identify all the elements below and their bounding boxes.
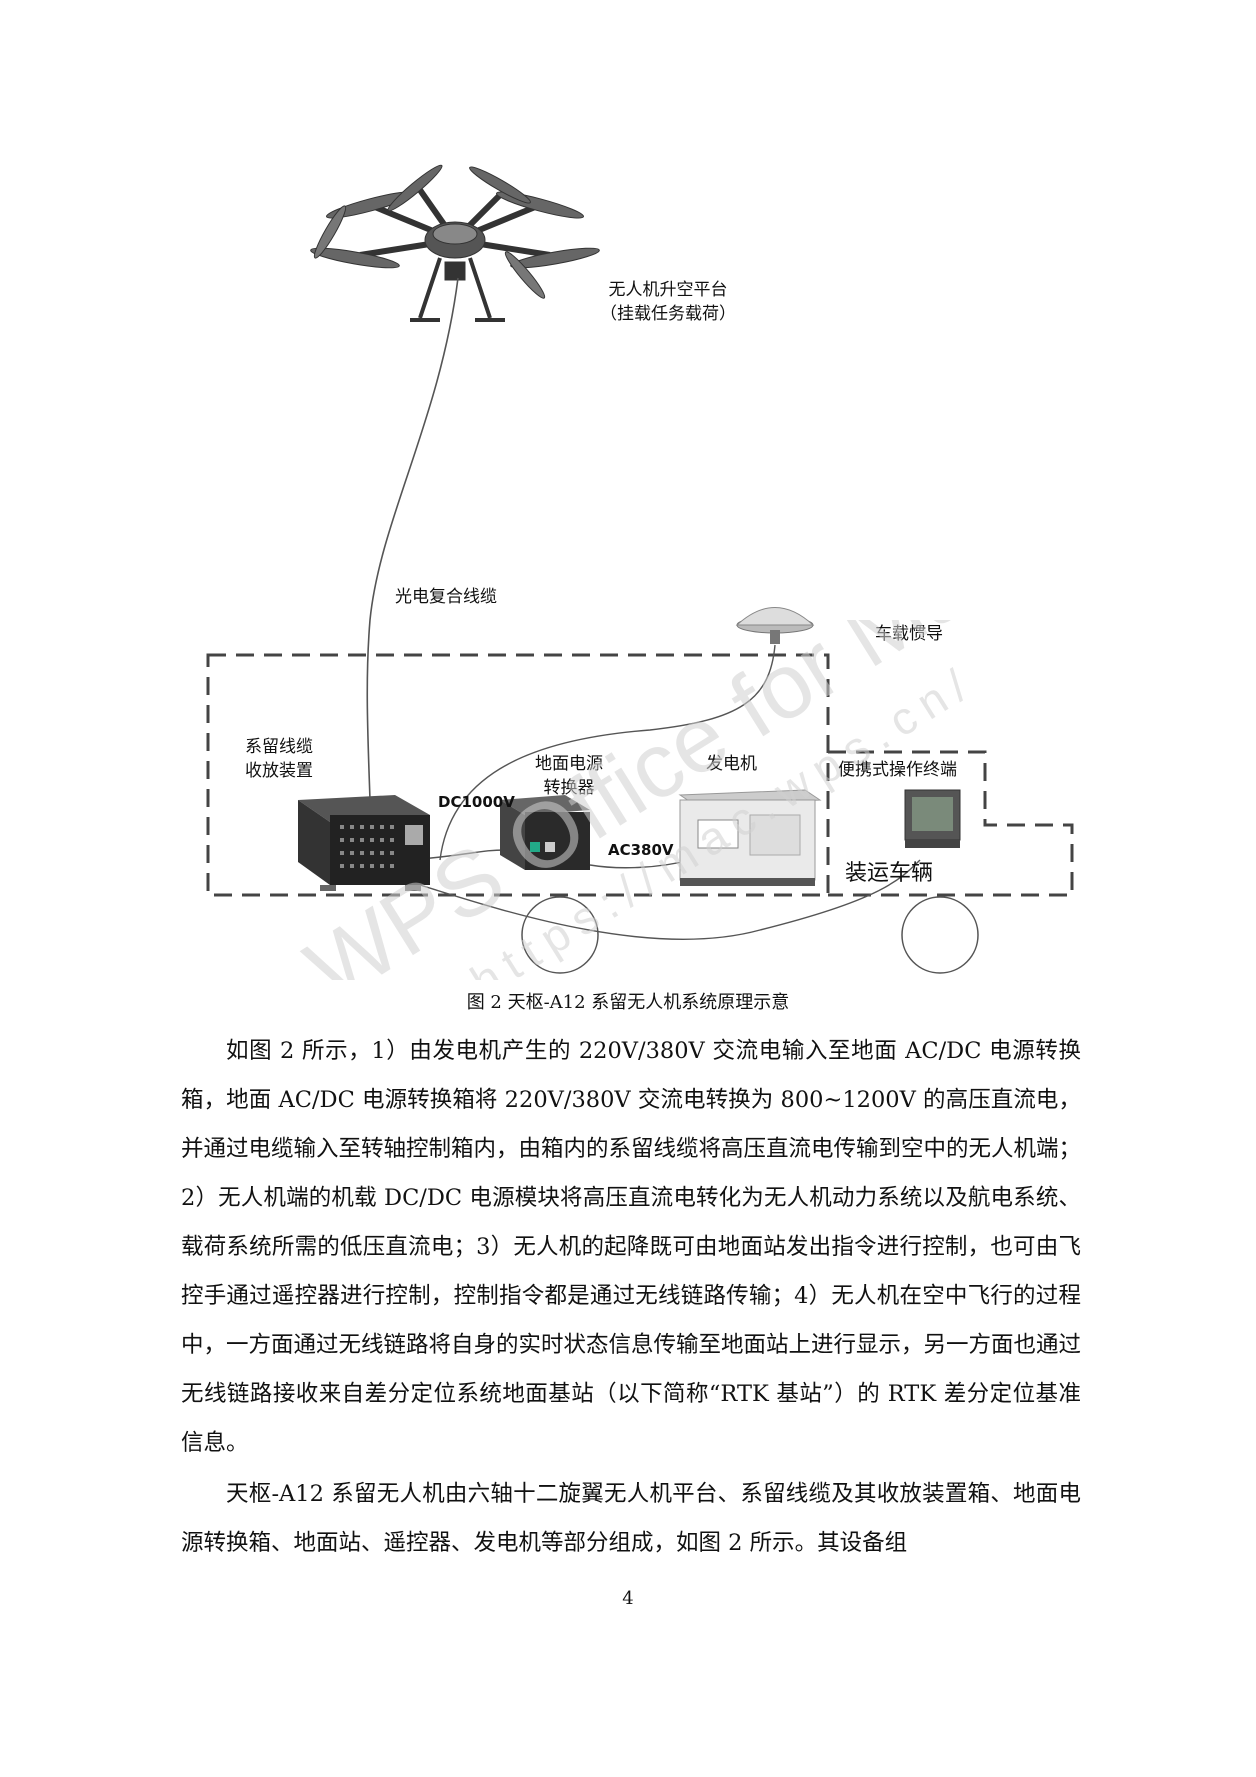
paragraph-1: 如图 2 所示，1）由发电机产生的 220V/380V 交流电输入至地面 AC/… xyxy=(181,1027,1081,1468)
ac-voltage-label: AC380V xyxy=(608,841,674,859)
uav-platform-label: 无人机升空平台 （挂载任务载荷） xyxy=(600,280,736,324)
vehicle-cab-outline xyxy=(828,750,1074,897)
paragraph-1-text: 如图 2 所示，1）由发电机产生的 220V/380V 交流电输入至地面 AC/… xyxy=(181,1038,1082,1456)
gnss-antenna xyxy=(735,607,815,644)
tether-cable xyxy=(366,277,459,801)
generator-label: 发电机 xyxy=(706,754,757,774)
winch-box xyxy=(298,795,430,891)
system-diagram: 无人机升空平台 （挂载任务载荷） 光电复合线缆 车载惯导 系留线缆 收放装置 D… xyxy=(206,164,1074,974)
drone-illustration xyxy=(310,164,600,322)
front-wheel xyxy=(901,896,979,974)
generator xyxy=(678,789,822,886)
vehicle-ins-label: 车载惯导 xyxy=(875,624,943,644)
portable-terminal xyxy=(904,789,961,848)
rear-wheel xyxy=(521,896,599,974)
tether-winch-label: 系留线缆 收放装置 xyxy=(245,737,313,781)
power-converter xyxy=(500,795,590,870)
vehicle-label: 装运车辆 xyxy=(845,861,934,886)
figure-caption: 图 2 天枢-A12 系留无人机系统原理示意 xyxy=(466,992,790,1013)
terminal-label: 便携式操作终端 xyxy=(838,760,957,780)
dc-voltage-label: DC1000V xyxy=(438,793,515,811)
paragraph-2-text: 天枢-A12 系留无人机由六轴十二旋翼无人机平台、系留线缆及其收放装置箱、地面电… xyxy=(181,1481,1081,1556)
paragraph-2: 天枢-A12 系留无人机由六轴十二旋翼无人机平台、系留线缆及其收放装置箱、地面电… xyxy=(181,1470,1081,1568)
vehicle-enclosure xyxy=(206,653,830,897)
cable-label: 光电复合线缆 xyxy=(395,587,497,607)
converter-label: 地面电源 转换器 xyxy=(535,754,603,798)
page-number: 4 xyxy=(622,1588,634,1609)
